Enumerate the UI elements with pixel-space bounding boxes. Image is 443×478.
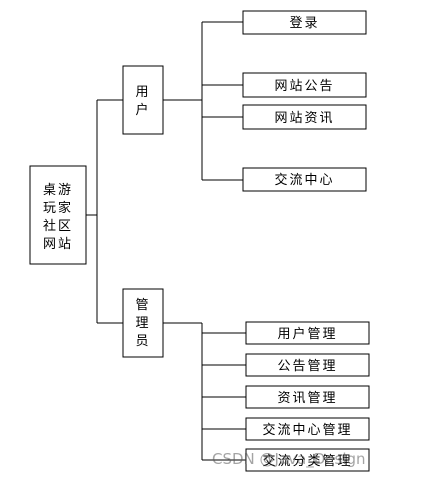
leaf-user-management: 用户管理 [245,321,370,345]
leaf-notice-management: 公告管理 [245,353,370,377]
leaf-notice-management-box [245,353,370,377]
root-box [29,165,87,265]
admin-node: 管 理 员 [122,288,164,358]
user-label-line-2: 户 [135,102,150,118]
leaf-site-notice-box [242,72,367,98]
leaf-user-management-label: 用户管理 [277,326,337,342]
admin-label-line-3: 员 [135,334,150,349]
leaf-exchange-center-management-label: 交流中心管理 [262,422,352,438]
leaf-user-management-box [245,321,370,345]
watermark-text: CSDN @Java_Design [212,450,366,468]
user-node: 用 户 [122,65,164,135]
root-label-line-2: 玩家 [43,200,73,216]
root-label-line-1: 桌游 [43,183,73,198]
user-box [122,65,164,135]
admin-box [122,288,164,358]
leaf-site-news-label: 网站资讯 [274,111,334,126]
leaf-exchange-center-management: 交流中心管理 [245,417,370,441]
root-label-line-4: 网站 [43,237,73,252]
admin-label-line-1: 管 [135,298,150,313]
leaf-news-management-box [245,385,370,409]
leaf-login-box [242,10,367,35]
user-label-line-1: 用 [135,85,150,100]
leaf-exchange-center-management-box [245,417,370,441]
leaf-exchange-center: 交流中心 [242,167,367,192]
leaf-news-management-label: 资讯管理 [277,391,337,406]
leaf-exchange-category-management-label: 交流分类管理 [262,453,352,469]
leaf-exchange-center-label: 交流中心 [274,172,334,188]
leaf-login-label: 登录 [289,16,319,31]
leaf-news-management: 资讯管理 [245,385,370,409]
leaf-site-notice-label: 网站公告 [274,79,334,94]
leaf-site-news-box [242,104,367,130]
leaf-site-news: 网站资讯 [242,104,367,130]
leaf-login: 登录 [242,10,367,35]
connector-lines [86,21,246,461]
leaf-exchange-category-management-box [245,448,370,472]
leaf-exchange-center-box [242,167,367,192]
root-node: 桌游 玩家 社区 网站 [29,165,87,265]
user-children: 登录 网站公告 网站资讯 交流中心 [242,10,367,192]
leaf-notice-management-label: 公告管理 [277,359,337,374]
leaf-site-notice: 网站公告 [242,72,367,98]
admin-children: 用户管理 公告管理 资讯管理 交流中心管理 交流分类管理 [245,321,370,472]
leaf-exchange-category-management: 交流分类管理 [245,448,370,472]
admin-label-line-2: 理 [135,316,150,331]
root-label-line-3: 社区 [43,218,73,234]
